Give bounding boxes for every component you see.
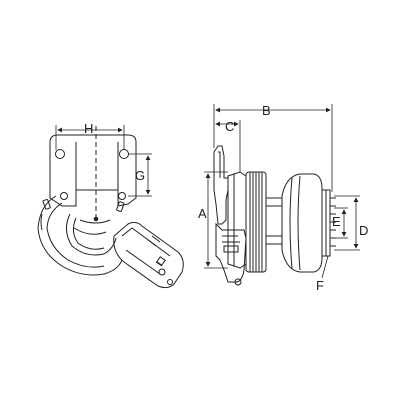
side-dimensions [204, 104, 360, 279]
arm-hole-1 [158, 268, 166, 276]
shaft [265, 197, 283, 245]
bracket-hole-tl [55, 149, 65, 159]
bracket-hole-br [118, 192, 126, 200]
arm-hole-2 [167, 279, 173, 285]
mounting-studs [330, 197, 336, 247]
label-h: H [84, 121, 93, 136]
mount-bolt [234, 278, 242, 286]
label-f: F [316, 278, 324, 293]
clutch-dome [281, 173, 323, 273]
bracket-hole-tr [119, 149, 129, 159]
pulley [245, 171, 267, 273]
shroud-slot-right [116, 201, 125, 212]
label-e: E [332, 214, 341, 229]
bracket-plate [49, 134, 137, 207]
lower-mount [215, 222, 247, 283]
label-d: D [359, 223, 368, 238]
side-view [213, 145, 336, 286]
front-dimensions [55, 125, 152, 197]
bracket-hole-bl [60, 192, 68, 200]
side-bracket [213, 145, 229, 225]
label-a: A [198, 206, 207, 221]
shroud-slot-left [42, 198, 51, 210]
shroud-outer [37, 195, 123, 276]
label-c: C [225, 119, 234, 134]
shroud-inner-rim [66, 213, 117, 256]
front-view [37, 126, 184, 289]
hub-body [227, 171, 247, 269]
dim-f-leader [321, 255, 329, 279]
actuator-arm [113, 221, 184, 289]
label-b: B [262, 103, 271, 118]
hub-center [93, 216, 99, 222]
label-g: G [135, 168, 145, 183]
